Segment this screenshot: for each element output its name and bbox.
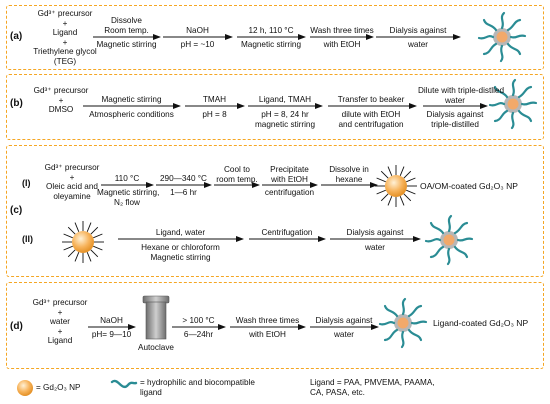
coated-nanoparticle-icon [477, 11, 527, 63]
a-step2-top: NaOH [186, 26, 209, 35]
arrows [83, 34, 488, 330]
coated-nanoparticle-icon [424, 214, 474, 266]
a-step3-top: 12 h, 110 °C [248, 26, 294, 35]
legend-np-icon [17, 380, 33, 396]
a-step1-bottom: Magnetic stirring [96, 40, 157, 49]
c-ii-step3-bottom: water [364, 243, 386, 252]
legend-np-label: = Gd₂O₃ NP [36, 383, 81, 392]
d-step1-top: NaOH [100, 316, 123, 325]
oa-om-coated-nanoparticle-icon [374, 164, 418, 208]
c-product-label: OA/OM-coated Gd₂O₃ NP [420, 181, 518, 191]
panel-c [6, 145, 544, 277]
coated-nanoparticle-icon [378, 297, 428, 349]
panel-a [6, 5, 544, 70]
legend-ligand-icon [110, 379, 138, 388]
a-step4-bottom: with EtOH [323, 40, 361, 49]
oa-om-coated-nanoparticle-icon [61, 220, 105, 264]
autoclave-label: Autoclave [138, 343, 174, 352]
a-step4-top: Wash three times [310, 26, 374, 35]
reagents-a: Gd³⁺ precursor+Ligand +Triethylene glyco… [33, 9, 97, 66]
b-step2-top: TMAH [202, 95, 227, 104]
d-step4-top: Dialysis against [315, 316, 373, 325]
a-step2-bottom: pH = ~10 [180, 40, 215, 49]
c-ii-step1-top: Ligand, water [155, 228, 206, 237]
b-step1-top: Magnetic stirring [101, 95, 162, 104]
b-step2-bottom: pH = 8 [202, 110, 227, 119]
reagents-d: Gd³⁺ precursor+water +Ligand [32, 298, 88, 345]
autoclave-icon [142, 295, 170, 340]
panel-d [6, 282, 544, 369]
c-step1-bottom: Magnetic stirring,N₂ flow [97, 188, 160, 207]
d-step1-bottom: pH= 9—10 [91, 330, 132, 339]
b-step4-top: Transfer to beaker [337, 95, 405, 104]
d-step4-bottom: water [333, 330, 355, 339]
panel-b [6, 74, 544, 140]
c-ii-step3-top: Dialysis against [346, 228, 404, 237]
a-step5-bottom: water [407, 40, 429, 49]
d-step3-bottom: with EtOH [249, 330, 286, 339]
d-product-label: Ligand-coated Gd₂O₃ NP [433, 318, 529, 328]
b-step3-top: Ligand, TMAH [258, 95, 312, 104]
label-c-I: (I) [22, 178, 31, 188]
d-step3-top: Wash three times [235, 316, 300, 325]
label-b: (b) [10, 98, 23, 109]
b-step1-bottom: Atmospheric conditions [89, 110, 174, 119]
label-c-II: (II) [22, 234, 33, 244]
c-ii-step2-top: Centrifugation [261, 228, 313, 237]
a-step5-top: Dialysis against [389, 26, 447, 35]
reagents-b: Gd³⁺ precursor+DMSO [33, 86, 89, 114]
label-d: (d) [10, 321, 23, 332]
c-step1-top: 110 °C [114, 174, 140, 183]
legend-ligand-list: Ligand = PAA, PMVEMA, PAAMA,CA, PASA, et… [310, 378, 435, 397]
c-step2-bottom: 1—6 hr [170, 188, 197, 197]
a-step3-bottom: Magnetic stirring [240, 40, 302, 49]
c-step2-top: 290—340 °C [160, 174, 207, 183]
label-a: (a) [10, 31, 23, 42]
d-step2-bottom: 6—24hr [183, 330, 214, 339]
c-step4-bottom: centrifugation [264, 188, 315, 197]
label-c: (c) [10, 205, 23, 216]
d-step2-top: > 100 °C [182, 316, 215, 325]
